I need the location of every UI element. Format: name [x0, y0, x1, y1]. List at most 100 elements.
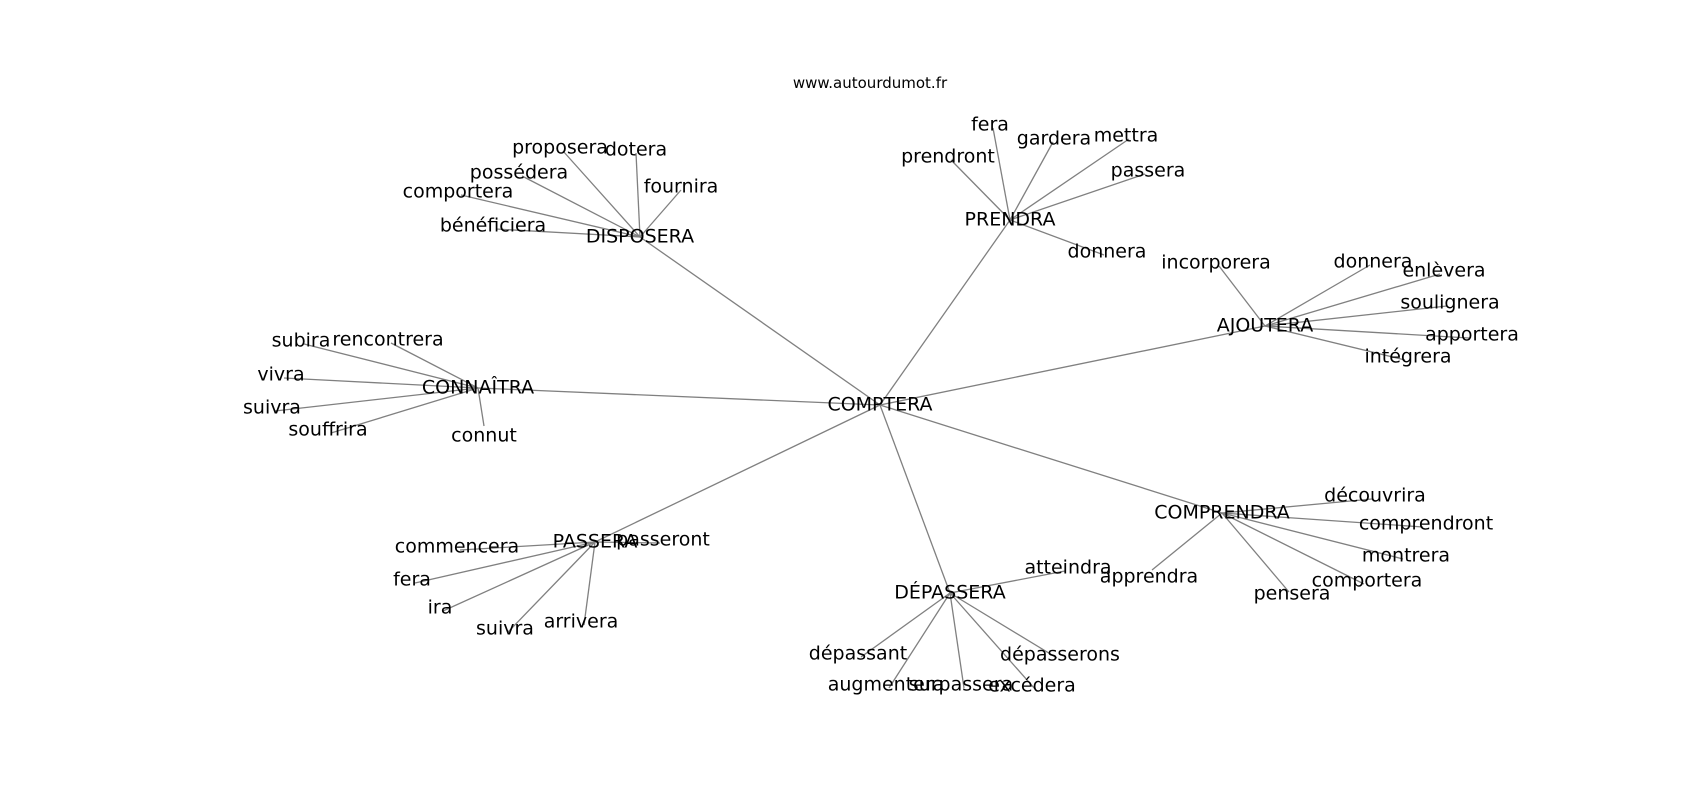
word-node: comportera	[1312, 570, 1423, 592]
leaf-edge	[477, 387, 485, 427]
hub-edge	[594, 404, 881, 543]
leaf-edge	[888, 592, 951, 689]
hub-node: DISPOSERA	[586, 226, 694, 248]
word-node: fournira	[644, 176, 719, 198]
word-node: atteindra	[1024, 557, 1111, 579]
hub-edge	[879, 325, 1266, 406]
word-node: comprendront	[1359, 513, 1493, 535]
word-node: augmentera	[828, 674, 945, 696]
leaf-edge	[562, 150, 641, 238]
leaf-edge	[949, 592, 965, 689]
hub-node: PASSERA	[553, 531, 638, 553]
word-node: vivra	[257, 364, 304, 386]
hub-node: AJOUTERA	[1217, 315, 1314, 337]
hub-node: PRENDRA	[965, 209, 1056, 231]
word-node: prendront	[901, 146, 995, 168]
leaf-edge	[460, 194, 641, 238]
leaf-edge	[949, 592, 1058, 659]
word-node: découvrira	[1324, 485, 1426, 507]
site-url: www.autourdumot.fr	[793, 74, 948, 92]
leaf-edge	[1218, 265, 1266, 327]
leaf-edge	[442, 541, 596, 612]
leaf-edge	[1221, 512, 1404, 560]
word-node: apprendra	[1100, 566, 1198, 588]
leaf-edge	[1264, 273, 1441, 327]
leaf-edge	[303, 343, 479, 389]
word-node: souffrira	[288, 419, 367, 441]
word-node: comportera	[403, 181, 514, 203]
leaf-edge	[414, 541, 596, 584]
hub-edge	[477, 387, 881, 406]
leaf-edge	[1151, 512, 1223, 571]
word-node: fera	[971, 114, 1009, 136]
word-node: commencera	[395, 536, 519, 558]
leaf-edge	[949, 570, 1066, 594]
word-node: mettra	[1094, 125, 1159, 147]
leaf-edge	[459, 541, 596, 551]
leaf-edge	[950, 159, 1011, 221]
hub-edge	[879, 404, 951, 594]
word-node: possédera	[470, 162, 568, 184]
leaf-edge	[1009, 141, 1054, 221]
leaf-edge	[1009, 173, 1146, 221]
leaf-edge	[1264, 264, 1371, 327]
word-node: suivra	[243, 397, 301, 419]
word-node: subira	[272, 330, 331, 352]
leaf-edge	[507, 541, 596, 633]
word-node: ira	[428, 597, 453, 619]
center-node: COMPTERA	[827, 394, 932, 416]
word-node: proposera	[512, 137, 608, 159]
graph-edges	[274, 127, 1470, 690]
word-node: intégrera	[1364, 346, 1451, 368]
word-node: arrivera	[544, 611, 619, 633]
hub-node: COMPRENDRA	[1154, 502, 1290, 524]
word-node: surpassera	[909, 674, 1013, 696]
word-node: soulignera	[1400, 292, 1499, 314]
leaf-edge	[1264, 305, 1448, 327]
word-node: dépassant	[809, 643, 907, 665]
word-node: suivra	[476, 618, 534, 640]
leaf-edge	[594, 541, 661, 544]
leaf-edge	[860, 592, 951, 658]
leaf-edge	[1264, 325, 1406, 361]
leaf-edge	[1221, 512, 1290, 593]
word-node: donnera	[1334, 251, 1413, 273]
word-node: incorporera	[1161, 252, 1270, 274]
hub-edge	[879, 404, 1223, 514]
leaf-edge	[495, 228, 641, 238]
word-node: dépasserons	[1000, 644, 1120, 666]
word-node: pensera	[1254, 583, 1331, 605]
leaf-edge	[583, 541, 596, 626]
word-node: bénéficiera	[440, 215, 546, 237]
leaf-edge	[949, 592, 1036, 690]
word-node: enlèvera	[1402, 260, 1485, 282]
hub-node: CONNAÎTRA	[422, 376, 534, 399]
word-node: apportera	[1425, 324, 1519, 346]
leaf-edge	[330, 387, 479, 434]
word-node: passera	[1111, 160, 1186, 182]
word-node: fera	[393, 569, 431, 591]
leaf-edge	[390, 342, 479, 389]
leaf-edge	[635, 152, 641, 238]
hub-edge	[879, 219, 1011, 406]
word-node: dotera	[605, 139, 667, 161]
leaf-edge	[639, 189, 682, 238]
word-node: excédera	[988, 675, 1076, 697]
leaf-edge	[283, 377, 479, 389]
word-node: connut	[451, 425, 517, 447]
word-node: gardera	[1017, 128, 1091, 150]
leaf-edge	[1264, 325, 1470, 339]
word-node: montrera	[1362, 545, 1450, 567]
leaf-edge	[1221, 512, 1365, 585]
hub-node: DÉPASSERA	[894, 581, 1005, 604]
leaf-edge	[521, 175, 641, 238]
leaf-edge	[1009, 138, 1130, 221]
word-node: rencontrera	[332, 329, 443, 351]
word-node: passeront	[616, 529, 710, 551]
leaf-edge	[992, 127, 1011, 221]
leaf-edge	[1221, 498, 1373, 514]
hub-edge	[639, 236, 881, 406]
word-node: donnera	[1068, 241, 1147, 263]
